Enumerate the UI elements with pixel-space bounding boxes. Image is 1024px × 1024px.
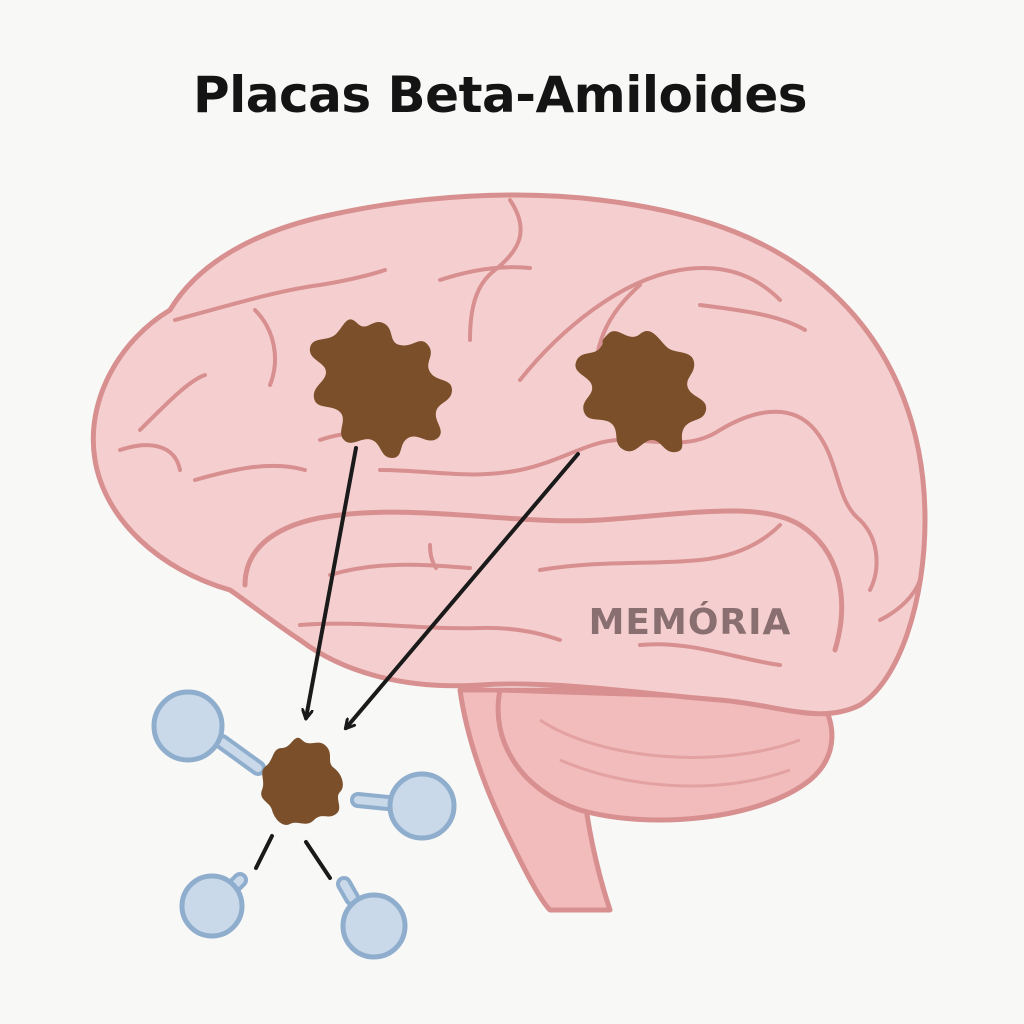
arrow-from-left-plaque (306, 446, 358, 718)
neuron-terminal-icon (179, 872, 248, 939)
temporal-lobe-outline (242, 508, 845, 653)
brain-sulci (118, 198, 922, 667)
arrow-from-right-plaque (346, 452, 580, 728)
diagram-title: Placas Beta-Amiloides (192, 66, 808, 124)
amyloid-plaque-icon (261, 737, 343, 825)
connector-line (304, 840, 332, 880)
cerebrum (90, 192, 928, 717)
amyloid-plaque-icon (309, 319, 452, 458)
neuron-terminal-icon (151, 689, 266, 776)
connector-line (254, 834, 274, 870)
neuron-terminal-icon (350, 771, 457, 841)
amyloid-plaque-icon (575, 331, 707, 453)
memory-region-label: MEMÓRIA (589, 601, 792, 643)
neuron-terminal-icon (336, 876, 408, 960)
